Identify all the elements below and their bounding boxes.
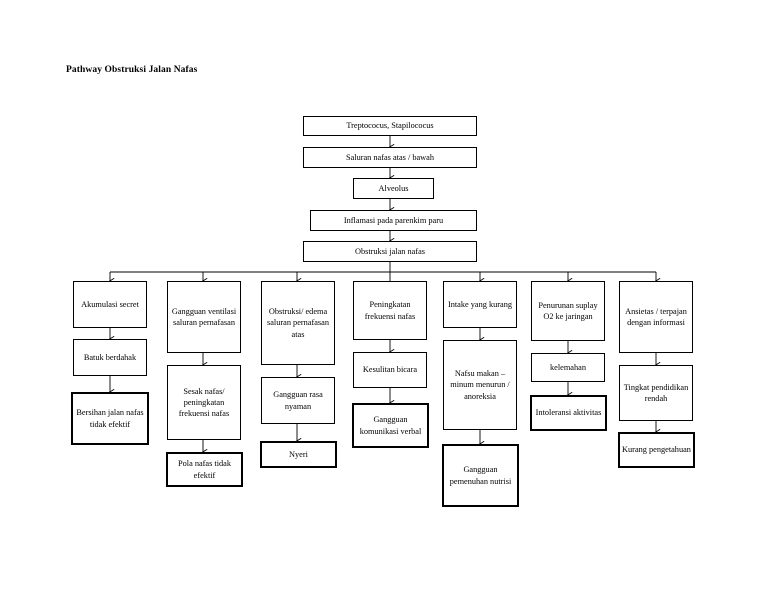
node-obstruksi-jalan-nafas: Obstruksi jalan nafas [303, 241, 477, 262]
node-label: Kesulitan bicara [362, 365, 418, 375]
node-label: Gangguan ventilasi saluran pernafasan [171, 306, 237, 327]
node-label: Kurang pengetahuan [622, 445, 691, 455]
node-alveolus: Alveolus [353, 178, 434, 199]
node-label: Pola nafas tidak efektif [178, 459, 231, 480]
node-label: Obstruksi/ edema saluran pernafasan atas [267, 307, 329, 339]
node-label: Gangguan pemenuhan nutrisi [449, 465, 512, 486]
node-saluran-nafas: Saluran nafas atas / bawah [303, 147, 477, 168]
node-label: Saluran nafas atas / bawah [345, 152, 434, 162]
node-obstruksi-edema: Obstruksi/ edema saluran pernafasan atas [261, 281, 335, 365]
node-label: Alveolus [378, 183, 409, 193]
node-intake-yang-kurang: Intake yang kurang [443, 281, 517, 328]
node-label: Inflamasi pada parenkim paru [343, 215, 444, 225]
node-pola-nafas-tidak-efektif: Pola nafas tidak efektif [166, 452, 243, 487]
node-akumulasi-secret: Akumulasi secret [73, 281, 147, 328]
node-label: Tingkat pendidikan rendah [623, 382, 689, 403]
node-nyeri: Nyeri [260, 441, 337, 468]
node-label: Obstruksi jalan nafas [354, 246, 426, 256]
node-intoleransi-aktivitas: Intoleransi aktivitas [530, 395, 607, 431]
node-label: Gangguan rasa nyaman [273, 390, 323, 411]
node-gangguan-rasa-nyaman: Gangguan rasa nyaman [261, 377, 335, 424]
node-ansietas-terpajan: Ansietas / terpajan dengan informasi [619, 281, 693, 353]
node-sesak-nafas: Sesak nafas/ peningkatan frekuensi nafas [167, 365, 241, 440]
node-label: Akumulasi secret [81, 299, 139, 309]
node-label: Penurunan suplay O2 ke jaringan [538, 300, 598, 321]
node-kurang-pengetahuan: Kurang pengetahuan [618, 432, 695, 468]
node-inflamasi-parenkim: Inflamasi pada parenkim paru [310, 210, 477, 231]
node-batuk-berdahak: Batuk berdahak [73, 339, 147, 376]
node-bersihan-jalan-nafas-tidak-efektif: Bersihan jalan nafas tidak efektif [71, 392, 149, 445]
node-label: Bersihan jalan nafas tidak efektif [76, 408, 144, 429]
node-gangguan-ventilasi: Gangguan ventilasi saluran pernafasan [167, 281, 241, 353]
node-treptococus: Treptococus, Stapilococus [303, 116, 477, 136]
node-label: Peningkatan frekuensi nafas [364, 300, 416, 321]
node-nafsu-makan-menurun: Nafsu makan – minum menurun / anoreksia [443, 340, 517, 430]
node-label: Gangguan komunikasi verbal [359, 415, 422, 436]
node-label: Treptococus, Stapilococus [346, 121, 434, 131]
node-gangguan-pemenuhan-nutrisi: Gangguan pemenuhan nutrisi [442, 444, 519, 507]
node-label: Nafsu makan – minum menurun / anoreksia [450, 369, 510, 401]
node-kesulitan-bicara: Kesulitan bicara [353, 352, 427, 388]
node-label: kelemahan [550, 362, 586, 372]
node-kelemahan: kelemahan [531, 353, 605, 382]
node-label: Batuk berdahak [83, 352, 137, 362]
node-label: Nyeri [289, 449, 308, 459]
node-tingkat-pendidikan-rendah: Tingkat pendidikan rendah [619, 365, 693, 421]
node-label: Intoleransi aktivitas [535, 408, 602, 418]
node-gangguan-komunikasi-verbal: Gangguan komunikasi verbal [352, 403, 429, 448]
node-peningkatan-frekuensi-nafas: Peningkatan frekuensi nafas [353, 281, 427, 340]
node-label: Intake yang kurang [447, 299, 513, 309]
node-label: Ansietas / terpajan dengan informasi [625, 306, 687, 327]
node-label: Sesak nafas/ peningkatan frekuensi nafas [178, 386, 230, 419]
page-title: Pathway Obstruksi Jalan Nafas [66, 65, 198, 75]
node-penurunan-suplay-o2: Penurunan suplay O2 ke jaringan [531, 281, 605, 341]
